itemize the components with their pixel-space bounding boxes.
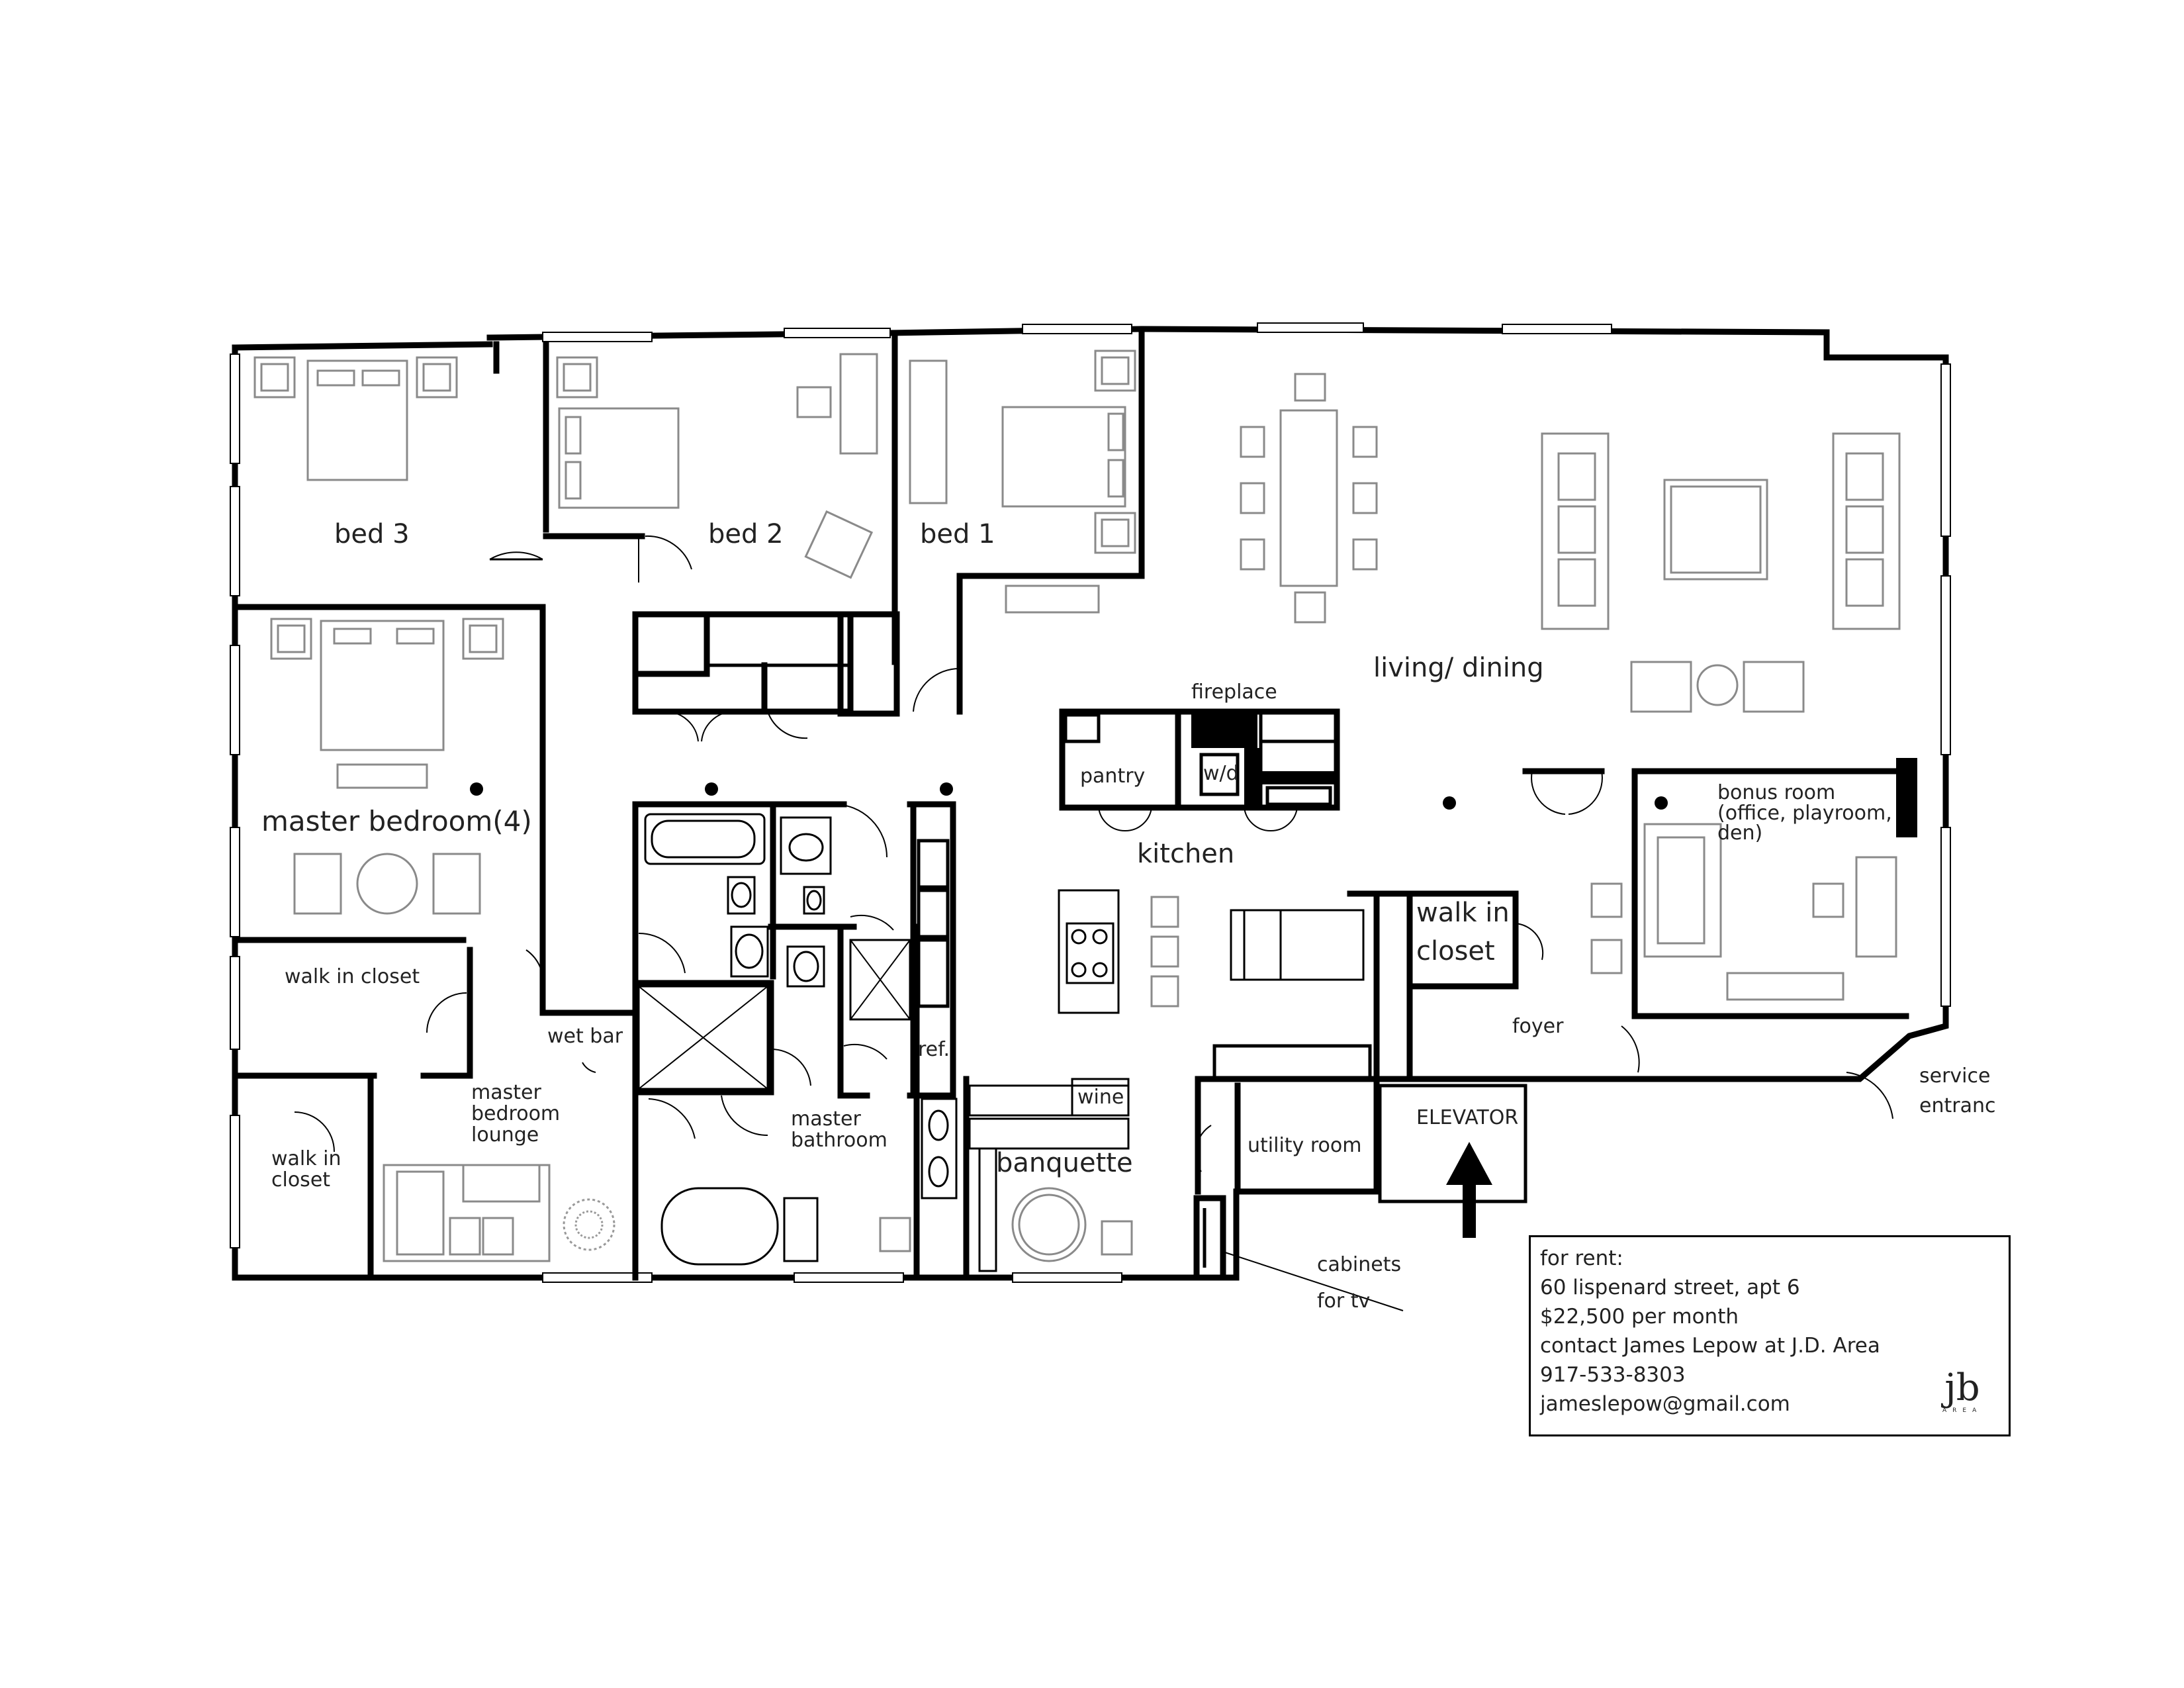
structural-columns [470,782,1668,810]
label-wet-bar: wet bar [547,1025,623,1048]
bed-master [270,618,504,915]
label-bonus-line3: den) [1717,821,1762,845]
label-kitchen: kitchen [1137,839,1234,869]
info-line-phone[interactable]: 917-533-8303 [1540,1363,1686,1387]
label-walk-in-closet-2-line1: walk in [271,1147,341,1170]
bed-bed3 [253,356,458,481]
label-bed1: bed 1 [920,519,995,549]
logo-tagline: AREA [1942,1407,1983,1414]
label-bed3: bed 3 [334,519,410,549]
label-cabinets-line1: cabinets [1317,1253,1401,1276]
info-line-address: 60 lispenard street, apt 6 [1540,1276,1800,1299]
label-banquette: banquette [996,1148,1133,1178]
label-walk-in-closet-3-line1: walk in [1416,898,1510,928]
label-bonus-line1: bonus room [1717,781,1835,804]
foyer-chairs [1590,882,1623,974]
doors [294,535,1893,1172]
label-walk-in-closet-3-line2: closet [1416,936,1495,966]
bed-bed1 [909,350,1136,614]
label-master-lounge-line3: lounge [471,1123,539,1147]
info-line-price: $22,500 per month [1540,1305,1739,1329]
jd-area-logo: jb AREA [1942,1370,1982,1415]
interior-walls [232,331,1909,1281]
lounge-furniture [383,1164,615,1262]
label-master-bathroom-line1: master [791,1107,861,1131]
info-line-contact: contact James Lepow at J.D. Area [1540,1334,1880,1358]
furniture [253,350,1901,1311]
logo-mark: jb [1944,1366,1980,1409]
label-walk-in-closet-1: walk in closet [285,965,420,988]
label-pantry: pantry [1080,765,1145,788]
label-bonus-line2: (office, playroom, [1717,802,1892,825]
label-utility-room: utility room [1248,1134,1361,1157]
living-furniture [1541,432,1901,713]
label-elevator: ELEVATOR [1416,1106,1518,1129]
label-master-lounge-line1: master [471,1081,541,1104]
label-cabinets-line2: for tv [1317,1289,1370,1313]
bath-fixtures [637,813,958,1266]
label-walk-in-closet-2-line2: closet [271,1168,330,1192]
label-wd: w/d [1203,762,1239,785]
label-foyer: foyer [1512,1015,1564,1038]
label-bed2: bed 2 [708,519,784,549]
label-fireplace: fireplace [1191,680,1277,704]
info-line-email[interactable]: jameslepow@gmail.com [1540,1392,1790,1416]
room-labels: bed 3 bed 2 bed 1 master bedroom(4) walk… [261,519,1995,1313]
elevator-arrow-icon [1446,1142,1492,1238]
label-master-bathroom-line2: bathroom [791,1129,887,1152]
label-wine: wine [1077,1086,1124,1109]
banquette-furniture [968,1078,1133,1272]
label-service-line2: entranc [1919,1094,1995,1117]
info-line-heading: for rent: [1540,1246,1623,1270]
label-service-line1: service [1919,1064,1990,1088]
rental-info-box: for rent: 60 lispenard street, apt 6 $22… [1529,1235,2011,1436]
bed-bed2 [556,353,878,579]
windows [230,322,1951,1283]
kitchen-island [1058,889,1365,1014]
label-master-lounge-line2: bedroom [471,1102,560,1125]
dining-table [1240,373,1378,624]
label-master-bedroom: master bedroom(4) [261,805,532,837]
label-living-dining: living/ dining [1373,653,1544,683]
label-ref: ref. [918,1038,950,1061]
bonus-room-furniture [1643,823,1897,1001]
